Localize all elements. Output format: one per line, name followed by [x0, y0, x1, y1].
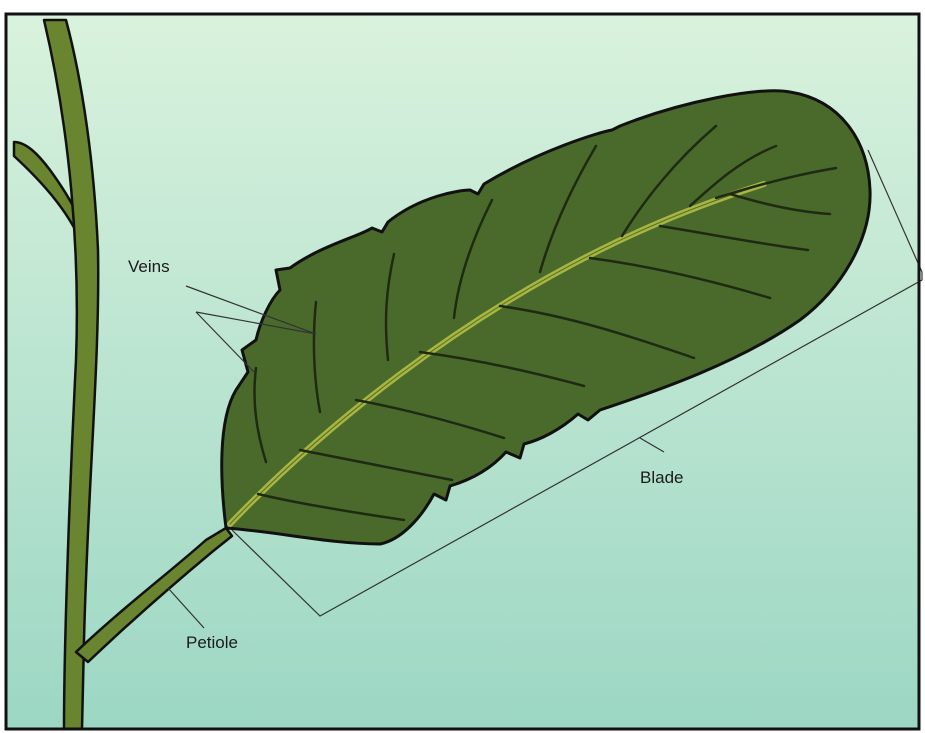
blade-label: Blade	[640, 468, 683, 487]
veins-label: Veins	[128, 257, 170, 276]
petiole-label: Petiole	[186, 633, 238, 652]
